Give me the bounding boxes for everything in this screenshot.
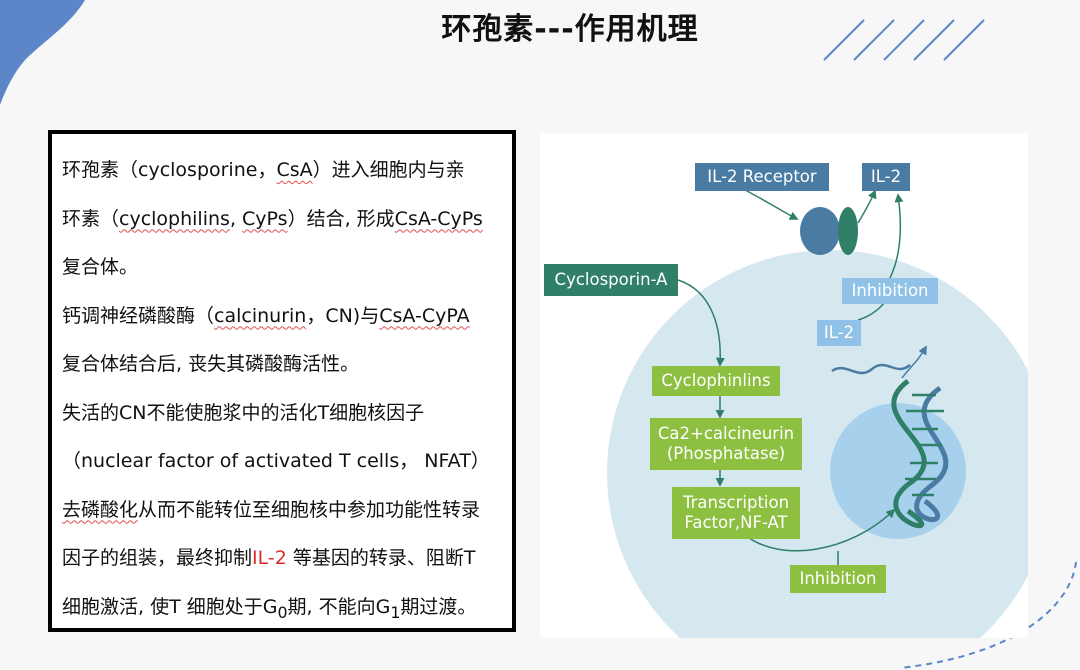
mechanism-text-box: 环孢素（cyclosporine，CsA）进入细胞内与亲环素（cyclophil… [48, 130, 516, 632]
text-line: 环孢素（cyclosporine，CsA）进入细胞内与亲 [62, 146, 506, 195]
receptor-green-subunit [838, 207, 858, 255]
text-line: 细胞激活, 使T 细胞处于G0期, 不能向G1期过渡。 [62, 583, 506, 637]
calcineurin-line-2: (Phosphatase) [666, 444, 786, 463]
il2-receptor-label: IL-2 Receptor [695, 163, 829, 191]
text-run: （nuclear factor of activated T cells， NF… [62, 450, 490, 472]
text-run: 失活的CN不能使胞浆中的活化T细胞核因子 [62, 401, 425, 424]
cyclophilins-label: Cyclophinlins [652, 366, 780, 396]
arrow-il2r-to-receptor [744, 189, 799, 220]
text-line: 复合体结合后, 丧失其磷酸酶活性。 [62, 340, 506, 389]
text-line: 环素（cyclophilins, CyPs）结合, 形成CsA-CyPs [62, 195, 506, 244]
text-line: 失活的CN不能使胞浆中的活化T细胞核因子 [62, 389, 506, 438]
page-title: 环孢素---作用机理 [441, 12, 699, 47]
mechanism-diagram: IL-2 Receptor IL-2 Cyclosporin-A Inhibit… [540, 133, 1028, 638]
text-run: , [229, 207, 243, 230]
text-line: 因子的组装，最终抑制IL-2 等基因的转录、阻断T [62, 534, 506, 583]
dna-helix-icon [891, 378, 949, 529]
mechanism-paragraph: 环孢素（cyclosporine，CsA）进入细胞内与亲环素（cyclophil… [62, 146, 506, 637]
transcription-factor-label: Transcription Factor,NF-AT [672, 487, 800, 539]
corner-arc-decoration [899, 561, 1077, 669]
text-run: 去磷酸化 [62, 498, 139, 521]
subscript: 0 [277, 602, 288, 622]
transcription-factor-line-1: Transcription [682, 493, 790, 513]
text-run: cyclophilins [119, 207, 230, 230]
text-run: CsA-CyPA [379, 304, 470, 327]
text-line: （nuclear factor of activated T cells， NF… [62, 437, 506, 486]
il2-label-top: IL-2 [862, 163, 910, 191]
il2-label-mid: IL-2 [817, 320, 861, 346]
receptor-blue-subunit [800, 207, 840, 255]
text-run: CsA-CyPs [394, 207, 483, 230]
text-line: 复合体。 [62, 243, 506, 292]
text-run: 因子的组装，最终抑制 [62, 547, 253, 569]
text-run: 复合体。 [62, 256, 139, 278]
arrow-dna-to-mrna [901, 345, 927, 379]
corner-decoration [0, 0, 85, 105]
text-run: 期, 不能向G [287, 595, 391, 618]
text-run: 从而不能转位至细胞核中参加功能性转录 [138, 498, 481, 521]
text-run: 细胞激活, 使T 细胞处于G [62, 595, 278, 618]
diagram-graphics [540, 133, 1028, 638]
cyclosporin-a-label: Cyclosporin-A [544, 264, 678, 296]
calcineurin-label: Ca2+calcineurin (Phosphatase) [650, 418, 802, 470]
text-run: 复合体结合后, 丧失其磷酸酶活性。 [62, 353, 360, 375]
text-run: 等基因的转录、阻断T [286, 547, 476, 569]
inhibition-label-bottom: Inhibition [790, 565, 886, 593]
text-run: CsA [276, 159, 313, 181]
text-run: 环素（ [62, 207, 120, 230]
arrow-cyclosporin-to-cyclophilins [677, 279, 725, 367]
inhibition-label-right: Inhibition [842, 278, 938, 304]
text-line: 钙调神经磷酸酶（calcinurin，CN)与CsA-CyPA [62, 292, 506, 341]
text-run: calcinurin [214, 304, 307, 327]
text-line: 去磷酸化从而不能转位至细胞核中参加功能性转录 [62, 486, 506, 535]
text-run: ，CN)与 [306, 304, 380, 327]
arrow-tf-to-dna [744, 508, 896, 552]
arrow-receptor-to-il2 [857, 189, 877, 224]
text-run: ）进入细胞内与亲 [312, 159, 465, 181]
transcription-factor-line-2: Factor,NF-AT [684, 513, 788, 532]
text-run: IL-2 [252, 547, 287, 569]
arrow-inhibition-to-il2 [889, 193, 904, 279]
calcineurin-line-1: Ca2+calcineurin [657, 424, 795, 444]
text-run: 期过渡。 [400, 595, 477, 618]
mrna-strand [831, 363, 911, 375]
text-run: 环孢素（cyclosporine， [62, 159, 277, 181]
subscript: 1 [390, 602, 401, 622]
diagonal-lines-decoration [823, 19, 985, 61]
text-run: 钙调神经磷酸酶（ [62, 304, 215, 327]
text-run: CyPs [242, 207, 288, 230]
text-run: ）结合, 形成 [287, 207, 395, 230]
